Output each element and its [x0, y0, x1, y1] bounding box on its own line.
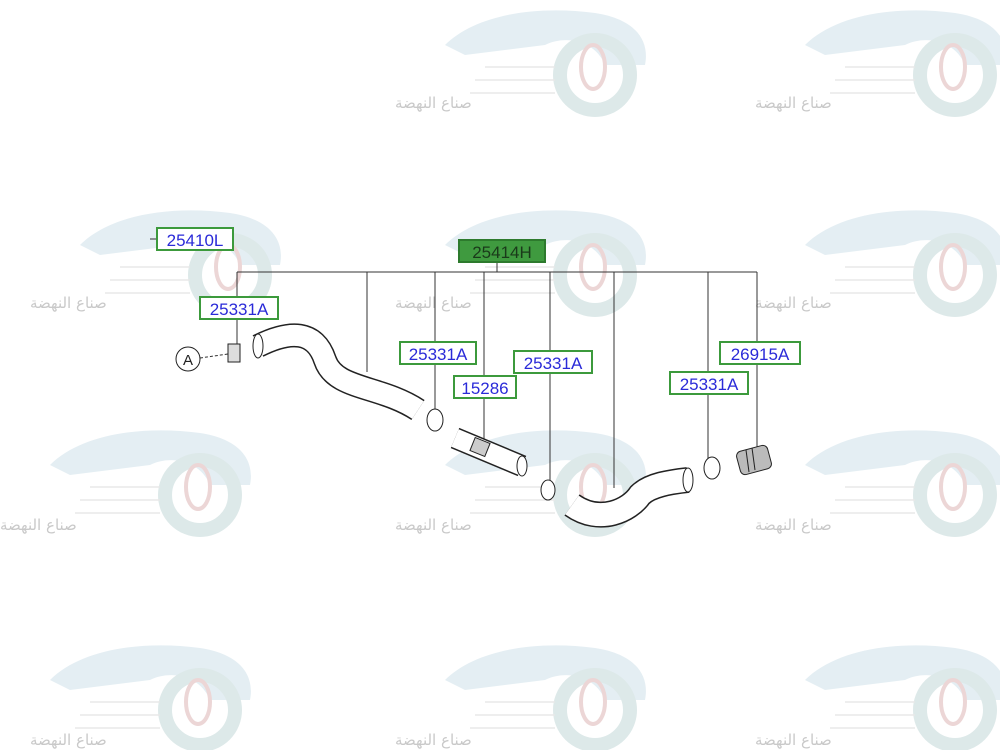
svg-text:25414H: 25414H — [472, 243, 532, 262]
svg-text:15286: 15286 — [461, 379, 508, 398]
label-clamp-1[interactable]: 25331A — [199, 296, 279, 320]
callout-a: A — [175, 346, 201, 372]
svg-text:25331A: 25331A — [524, 354, 583, 373]
label-clamp-3[interactable]: 25331A — [513, 350, 593, 374]
assembly-label-25414H[interactable]: 25414H — [458, 239, 546, 263]
svg-text:صناع النهضة: صناع النهضة — [755, 294, 832, 312]
svg-text:26915A: 26915A — [731, 345, 790, 364]
connector-26915A — [736, 444, 772, 476]
label-clamp-4[interactable]: 25331A — [669, 371, 749, 395]
label-15286[interactable]: 15286 — [453, 375, 517, 399]
svg-text:25331A: 25331A — [409, 345, 468, 364]
svg-text:25331A: 25331A — [680, 375, 739, 394]
svg-text:25331A: 25331A — [210, 300, 269, 319]
svg-text:صناع النهضة: صناع النهضة — [755, 516, 832, 534]
svg-text:صناع النهضة: صناع النهضة — [395, 516, 472, 534]
label-26915A[interactable]: 26915A — [719, 341, 801, 365]
svg-text:صناع النهضة: صناع النهضة — [30, 294, 107, 312]
svg-text:صناع النهضة: صناع النهضة — [30, 731, 107, 749]
watermark-texts: صناع النهضة صناع النهضة صناع النهضة صناع… — [0, 94, 832, 749]
svg-text:صناع النهضة: صناع النهضة — [395, 94, 472, 112]
svg-text:صناع النهضة: صناع النهضة — [0, 516, 77, 534]
clamps — [227, 343, 721, 501]
watermark-logos — [50, 10, 1000, 745]
svg-text:صناع النهضة: صناع النهضة — [755, 94, 832, 112]
svg-text:A: A — [183, 352, 193, 369]
upper-hose — [252, 323, 425, 421]
svg-text:صناع النهضة: صناع النهضة — [755, 731, 832, 749]
lower-hose — [564, 467, 694, 528]
pipe-15286 — [450, 427, 528, 477]
svg-text:25410L: 25410L — [167, 231, 224, 250]
label-25410L[interactable]: 25410L — [156, 227, 234, 251]
svg-text:صناع النهضة: صناع النهضة — [395, 294, 472, 312]
leader-lines — [150, 238, 758, 488]
svg-text:صناع النهضة: صناع النهضة — [395, 731, 472, 749]
label-clamp-2[interactable]: 25331A — [399, 341, 477, 365]
